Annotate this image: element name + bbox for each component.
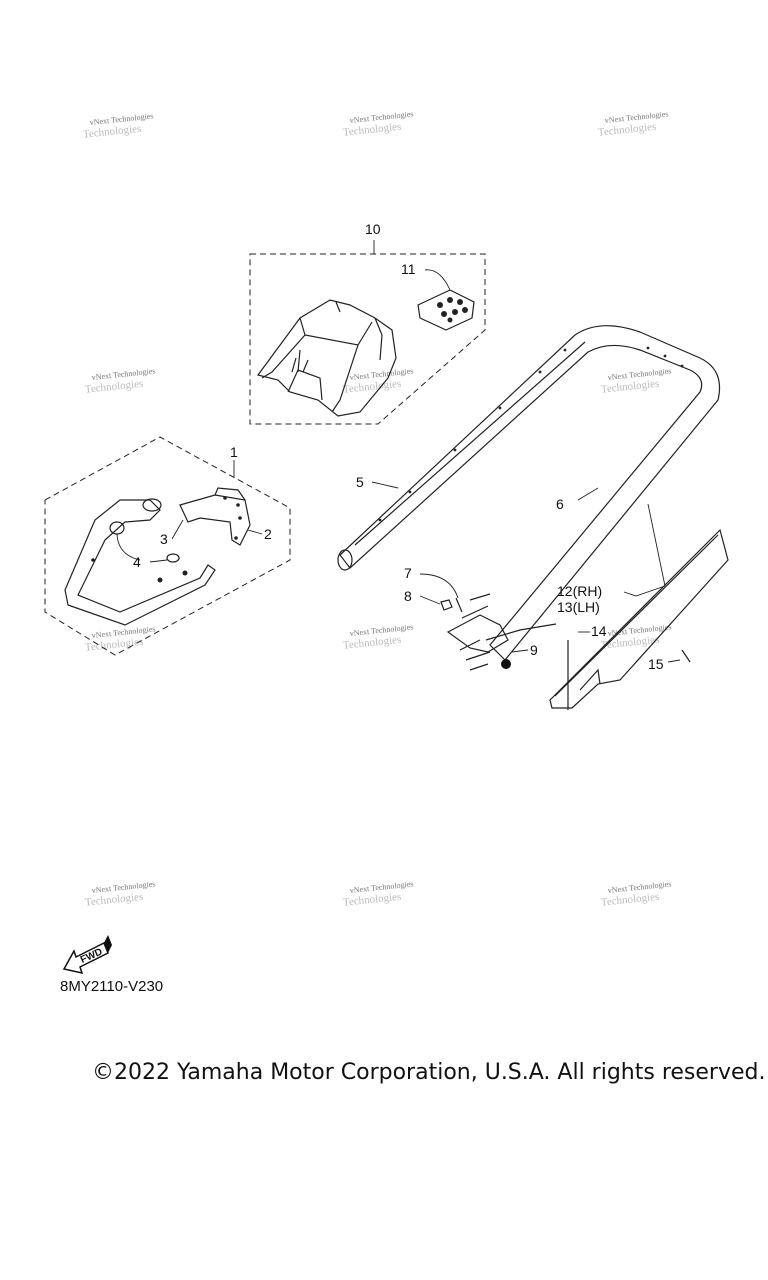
leader-4 <box>149 559 168 563</box>
bumper-pad <box>109 521 125 535</box>
callout-4: 4 <box>133 554 141 570</box>
watermark-7: vNext Technologies Technologies <box>84 624 155 653</box>
leader-3 <box>171 519 184 540</box>
callout-11: 11 <box>401 261 416 277</box>
callout-14: 14 <box>591 623 607 639</box>
copyright-notice: ©2022 Yamaha Motor Corporation, U.S.A. A… <box>92 1060 766 1085</box>
callout-1: 1 <box>230 444 238 460</box>
leader-12-13-up <box>647 503 666 587</box>
rail-foot-bracket <box>446 614 509 653</box>
watermark-5: vNext Technologies Technologies <box>342 366 413 395</box>
bumper-cap-top <box>142 498 162 512</box>
bracket-holes <box>91 496 242 583</box>
bumper-tube <box>64 499 216 626</box>
side-rail-edge <box>554 534 719 697</box>
leader-3b <box>116 533 141 561</box>
pin-15 <box>681 649 691 663</box>
callout-13: 13(LH) <box>557 599 600 615</box>
fwd-label: FWD <box>79 947 104 966</box>
handle-rail-inner-edge <box>354 341 586 546</box>
leader-15 <box>667 659 681 663</box>
storage-bin-assembly <box>249 240 486 425</box>
handle-rail-outline <box>339 325 721 661</box>
leader-2 <box>247 529 263 535</box>
rail-fasteners <box>419 573 557 671</box>
callout-9: 9 <box>530 642 538 658</box>
leader-5 <box>371 481 399 489</box>
bumper-grommet <box>166 553 180 563</box>
watermark-9: vNext Technologies Technologies <box>600 622 671 651</box>
handle-rail-end <box>337 549 353 571</box>
leader-6 <box>577 487 599 501</box>
leader-8 <box>419 595 441 605</box>
watermark-4: vNext Technologies Technologies <box>84 366 155 395</box>
leader-11 <box>424 269 451 291</box>
cap-9 <box>501 659 511 669</box>
side-rail <box>549 503 729 710</box>
rail-foot-teeth <box>485 623 557 641</box>
side-rail-outline <box>549 528 729 709</box>
watermark-1: vNext Technologies Technologies <box>82 111 153 140</box>
callout-labels: 1 2 3 4 5 6 7 8 9 10 11 12(RH) 13(LH) 14… <box>133 221 664 672</box>
storage-bin-grass-mark <box>291 349 309 373</box>
callout-12: 12(RH) <box>557 583 602 599</box>
callout-7: 7 <box>404 565 412 581</box>
watermark-12: vNext Technologies Technologies <box>600 879 671 908</box>
watermark-3: vNext Technologies Technologies <box>597 109 668 138</box>
handle-rail <box>337 325 721 661</box>
watermark-11: vNext Technologies Technologies <box>342 879 413 908</box>
assembly-1-outline <box>44 436 291 656</box>
fwd-arrow-shadow <box>104 935 112 953</box>
assembly-10-outline <box>249 253 486 425</box>
callout-5: 5 <box>356 474 364 490</box>
callout-10: 10 <box>365 221 381 237</box>
callout-2: 2 <box>264 526 272 542</box>
diagram-reference-code: 8MY2110-V230 <box>60 978 164 995</box>
leader-7 <box>419 573 459 599</box>
callout-3: 3 <box>160 531 168 547</box>
callout-15: 15 <box>648 656 664 672</box>
bumper-bracket <box>179 487 251 546</box>
callout-6: 6 <box>556 496 564 512</box>
watermark-10: vNext Technologies Technologies <box>84 879 155 908</box>
leader-12-13 <box>623 585 666 597</box>
callout-8: 8 <box>404 588 412 604</box>
watermark-2: vNext Technologies Technologies <box>342 109 413 138</box>
nut-8 <box>440 599 453 611</box>
storage-bin <box>256 299 397 417</box>
bolt-7 <box>455 597 463 613</box>
nut-set-dots <box>437 297 468 323</box>
leader-9 <box>511 649 529 653</box>
rail-rivets <box>378 346 684 522</box>
rail-foot-hatch <box>459 593 491 671</box>
watermark-8: vNext Technologies Technologies <box>342 622 413 651</box>
fwd-arrow-icon: FWD <box>62 935 112 975</box>
bumper-assembly <box>44 436 291 656</box>
watermark-6: vNext Technologies Technologies <box>600 366 671 395</box>
